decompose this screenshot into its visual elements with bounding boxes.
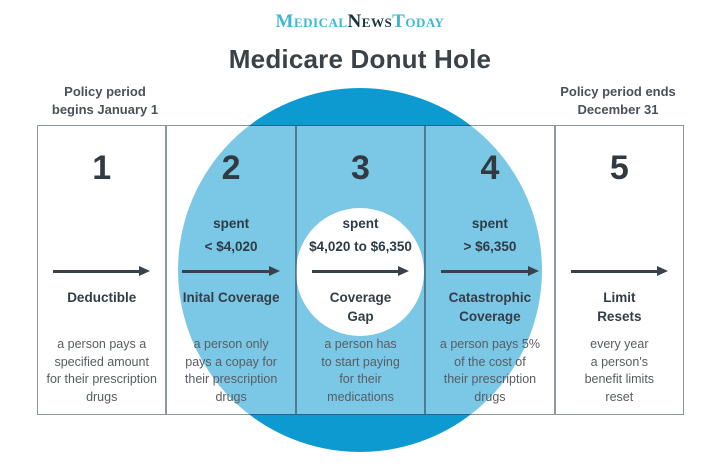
brand-news: News: [347, 11, 393, 32]
right-arrow-icon: [311, 264, 410, 278]
spent-label: spent: [471, 216, 508, 231]
spent-range: spent > $6,350: [426, 212, 553, 258]
stage-description: a person pays 5% of the cost of their pr…: [439, 337, 540, 404]
stage-label: Deductible: [67, 290, 137, 305]
page-title: Medicare Donut Hole: [228, 44, 492, 74]
brand-medical: Medical: [275, 11, 348, 32]
stage-column-limit-resets: 5 Limit Resets every year a person's ben…: [555, 126, 684, 414]
stage-number: 5: [609, 149, 629, 187]
stage-column-initial-coverage: 2 spent < $4,020 Inital Coverage a person…: [167, 126, 297, 414]
stage-description: a person only pays a copay for their pre…: [184, 337, 278, 404]
stage-column-catastrophic-coverage: 4 spent > $6,350 Catastrophic Coverage a …: [426, 126, 556, 414]
stage-description: a person pays a specified amount for the…: [46, 337, 157, 404]
policy-period-end-label: Policy period ends December 31: [560, 84, 676, 117]
spent-range: spent $4,020 to $6,350: [297, 212, 424, 258]
stage-columns: 1 Deductible a person pays a specified a…: [37, 125, 684, 415]
stage-column-deductible: 1 Deductible a person pays a specified a…: [38, 126, 168, 414]
spent-amount: $4,020 to $6,350: [309, 239, 412, 254]
stage-number: 1: [92, 149, 112, 187]
brand-logo: MedicalNewsToday: [0, 11, 720, 33]
spent-amount: < $4,020: [204, 239, 258, 254]
stage-label: Catastrophic Coverage: [448, 290, 532, 324]
right-arrow-icon: [441, 264, 539, 278]
stage-number: 3: [351, 149, 370, 187]
stage-column-coverage-gap: 3 spent $4,020 to $6,350 Coverage Gap a p…: [296, 126, 427, 414]
policy-period-start-label: Policy period begins January 1: [51, 84, 159, 117]
right-arrow-icon: [53, 264, 151, 278]
spent-amount: > $6,350: [463, 239, 517, 254]
stage-description: a person has to start paying for their m…: [321, 337, 400, 404]
stage-description: every year a person's benefit limits res…: [584, 337, 655, 404]
spent-label: spent: [342, 216, 379, 231]
stage-label: Coverage Gap: [329, 290, 392, 324]
right-arrow-icon: [570, 264, 669, 278]
stage-label: Inital Coverage: [182, 290, 280, 305]
brand-today: Today: [392, 11, 445, 32]
spent-label: spent: [213, 216, 250, 231]
right-arrow-icon: [182, 264, 280, 278]
spent-range: spent < $4,020: [167, 212, 294, 258]
stage-number: 2: [221, 149, 241, 187]
stage-number: 4: [480, 149, 500, 187]
stage-label: Limit Resets: [597, 290, 642, 324]
